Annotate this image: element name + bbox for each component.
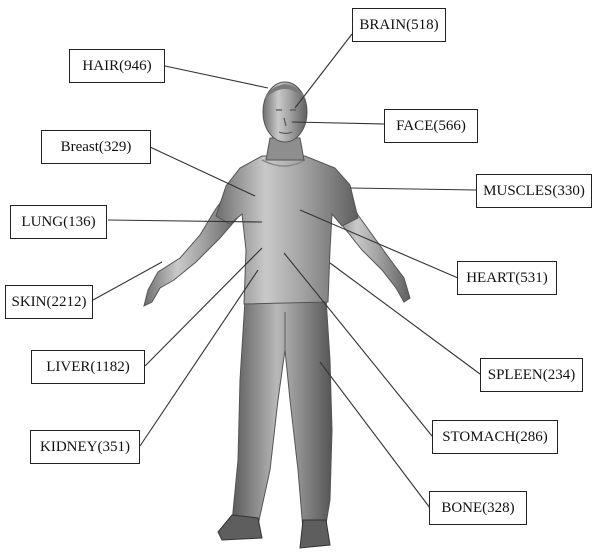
label-muscles: MUSCLES(330)	[476, 174, 592, 208]
label-face: FACE(566)	[384, 109, 478, 143]
leader-hair	[165, 66, 268, 88]
label-spleen: SPLEEN(234)	[480, 358, 583, 392]
label-hair: HAIR(946)	[69, 49, 165, 83]
label-stomach: STOMACH(286)	[432, 420, 558, 454]
pants	[232, 298, 332, 530]
label-bone: BONE(328)	[429, 491, 527, 525]
left-shoe	[218, 515, 262, 540]
leader-bone	[320, 362, 430, 508]
label-lung: LUNG(136)	[10, 205, 107, 239]
leader-muscles	[350, 188, 476, 190]
label-breast: Breast(329)	[41, 130, 151, 164]
label-liver: LIVER(1182)	[31, 350, 145, 384]
label-brain: BRAIN(518)	[352, 8, 446, 42]
shirt	[216, 156, 358, 304]
label-heart: HEART(531)	[457, 261, 557, 295]
label-kidney: KIDNEY(351)	[30, 430, 140, 464]
leader-brain	[295, 34, 352, 108]
leader-lung	[108, 220, 262, 222]
right-shoe	[300, 520, 330, 548]
label-skin: SKIN(2212)	[5, 285, 93, 319]
